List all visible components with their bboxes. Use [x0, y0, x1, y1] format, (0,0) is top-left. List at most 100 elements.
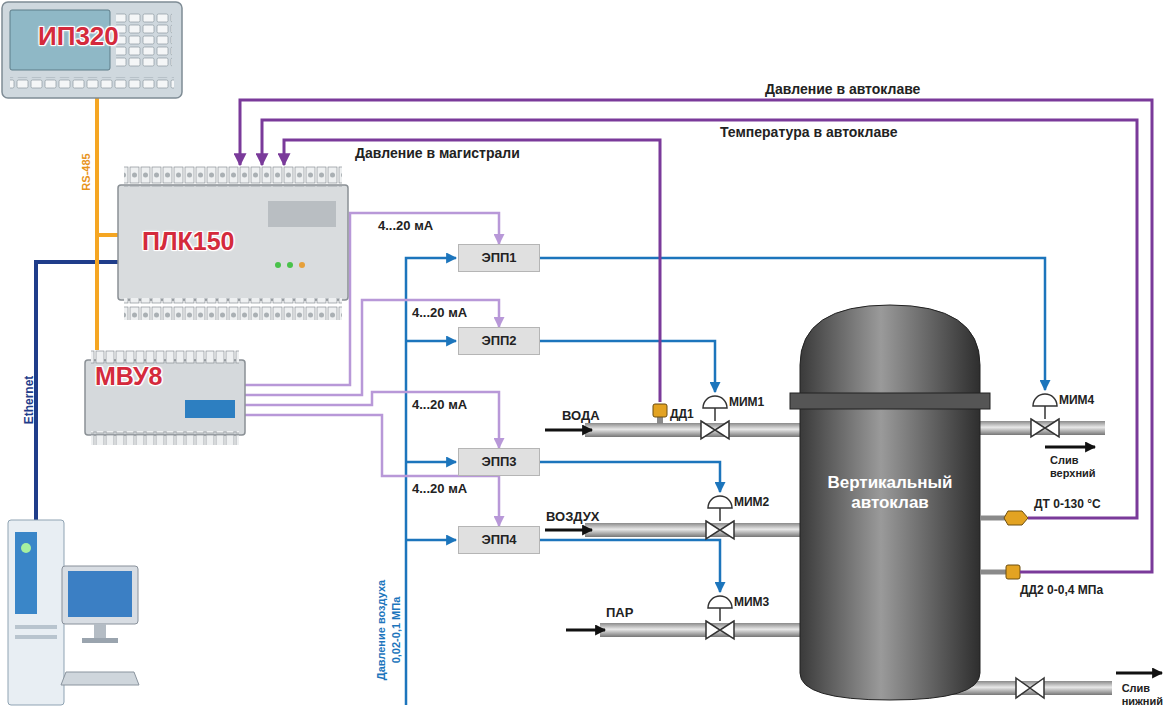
flow-arrow [566, 629, 605, 632]
shape-part [185, 400, 235, 418]
shape-part [1031, 419, 1045, 437]
shape-part [1006, 565, 1020, 579]
supply-label: Давление воздуха [375, 580, 388, 680]
signal-label: 4...20 мА [412, 306, 467, 321]
signal-line [95, 98, 99, 350]
shape-part [657, 417, 663, 424]
node-label: ДТ 0-130 °C [1034, 498, 1101, 512]
drain-label: Слив нижний [1122, 682, 1163, 707]
shape-part [790, 393, 990, 409]
temperature-sensor: ДТ 0-130 °C [1000, 494, 1132, 524]
signal-label: 4...20 мА [412, 482, 467, 497]
signal-label: Температура в автоклаве [720, 124, 897, 140]
shape-part [459, 328, 540, 355]
shape-part [980, 570, 1006, 575]
medium-label: ПАР [606, 606, 633, 621]
control-valve: МИМ3 [702, 592, 784, 642]
shape-part [15, 635, 57, 639]
node-label: Вертикальный автоклав [810, 473, 970, 512]
converter-box: ЭПП2 [458, 327, 540, 355]
shape-part [459, 527, 540, 554]
drain-valve [1016, 678, 1044, 698]
node-label: МИМ1 [729, 396, 764, 410]
output-module: МВУ8 [85, 350, 245, 445]
shape-part [703, 396, 727, 408]
shape-part [10, 77, 174, 89]
node-label: ДД2 0-0,4 МПа [1020, 584, 1103, 598]
shape-part [299, 262, 305, 268]
control-valve: МИМ2 [702, 492, 784, 542]
node-label: ЭПП4 [481, 533, 516, 548]
node-label: ПЛК150 [142, 227, 234, 256]
shape-part [275, 262, 281, 268]
shape-part [1020, 571, 1140, 574]
node-label: ЭПП2 [481, 334, 516, 349]
signal-line [97, 98, 118, 235]
shape-part [62, 566, 138, 624]
shape-part [708, 596, 732, 608]
shape-part [15, 532, 37, 614]
shape-part [706, 521, 720, 539]
shape-part [21, 543, 31, 553]
operator-panel: ИП320 [2, 2, 182, 98]
shape-part [61, 672, 139, 685]
shape-part [91, 350, 239, 364]
pressure-sensor: ДД2 0-0,4 МПа [1000, 560, 1140, 598]
flow-arrow [545, 529, 592, 532]
signal-line [245, 392, 499, 448]
shape-part [85, 360, 245, 435]
shape-part [124, 165, 342, 187]
shape-part [2, 2, 182, 98]
converter-box: ЭПП1 [458, 244, 540, 272]
shape-part [82, 638, 118, 643]
shape-part [287, 262, 293, 268]
shape-part [91, 431, 239, 445]
signal-line [540, 462, 720, 492]
cable-label: Ethernet [23, 376, 37, 425]
shape-part [720, 521, 734, 539]
air-pipe [585, 523, 805, 537]
signal-label: RS-485 [80, 153, 93, 190]
shape-part [719, 508, 721, 521]
signal-label: 4...20 мА [378, 219, 433, 234]
medium-label: ВОДА [562, 409, 600, 424]
node-label: МИМ3 [734, 596, 769, 610]
shape-part [1028, 517, 1132, 520]
converter-box: ЭПП3 [458, 448, 540, 476]
shape-part [653, 404, 667, 417]
signal-line [540, 540, 720, 592]
shape-part [714, 408, 716, 421]
shape-part [116, 12, 172, 67]
medium-label: ВОЗДУХ [546, 510, 600, 525]
converter-box: ЭПП4 [458, 526, 540, 554]
computer [8, 520, 139, 705]
drain-label: Слив верхний [1050, 454, 1096, 479]
flow-arrow [545, 429, 592, 432]
control-valve: МИМ4 [1027, 390, 1109, 440]
shape-part [15, 625, 57, 629]
node-label: ДД1 [670, 408, 694, 422]
flow-arrow [1045, 446, 1095, 449]
shape-part [1033, 394, 1057, 406]
supply-label: 0,02-0,1 МПа [390, 597, 403, 664]
autoclave-vessel: Вертикальный автоклав [790, 305, 990, 700]
shape-part [706, 621, 720, 639]
plc-controller: ПЛК150 [118, 165, 348, 320]
shape-part [459, 449, 540, 476]
shape-part [1045, 419, 1059, 437]
node-label: МИМ4 [1059, 394, 1094, 408]
shape-part [1044, 406, 1046, 419]
signal-line [262, 120, 1137, 518]
node-label: МИМ2 [734, 496, 769, 510]
shape-part [459, 245, 540, 272]
shape-part [701, 421, 715, 439]
signal-line [240, 100, 1152, 572]
shape-part [715, 421, 729, 439]
control-valve: МИМ1 [697, 392, 779, 442]
shape-part [268, 201, 336, 227]
node-label: ЭПП3 [481, 455, 516, 470]
shape-part [800, 305, 980, 700]
air-supply-line [406, 539, 456, 542]
shape-part [1016, 678, 1030, 698]
